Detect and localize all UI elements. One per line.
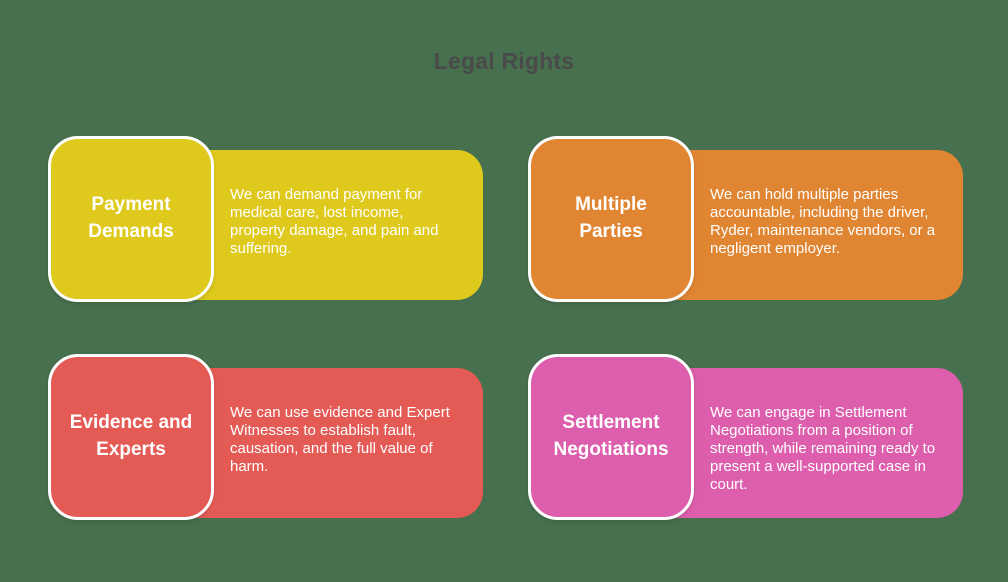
card-description: We can engage in Settlement Negotiations… bbox=[710, 404, 936, 493]
card-description: We can use evidence and Expert Witnesses… bbox=[230, 404, 450, 475]
page-title: Legal Rights bbox=[433, 48, 575, 74]
card-title-label: Multiple Parties bbox=[575, 194, 647, 242]
card-title-square: Evidence and Experts bbox=[48, 354, 214, 520]
card-title-square: Settlement Negotiations bbox=[528, 354, 694, 520]
card-description: We can demand payment for medical care, … bbox=[230, 186, 439, 257]
card-evidence-and-experts: We can use evidence and Expert Witnesses… bbox=[48, 354, 483, 526]
card-title-label: Payment Demands bbox=[88, 194, 174, 242]
card-settlement-negotiations: We can engage in Settlement Negotiations… bbox=[528, 354, 963, 526]
card-title-label: Evidence and Experts bbox=[69, 412, 193, 460]
card-payment-demands: We can demand payment for medical care, … bbox=[48, 136, 483, 308]
card-description: We can hold multiple parties accountable… bbox=[710, 186, 936, 257]
card-title-square: Multiple Parties bbox=[528, 136, 694, 302]
card-title-square: Payment Demands bbox=[48, 136, 214, 302]
card-title-label: Settlement Negotiations bbox=[553, 412, 669, 460]
card-multiple-parties: We can hold multiple parties accountable… bbox=[528, 136, 963, 308]
